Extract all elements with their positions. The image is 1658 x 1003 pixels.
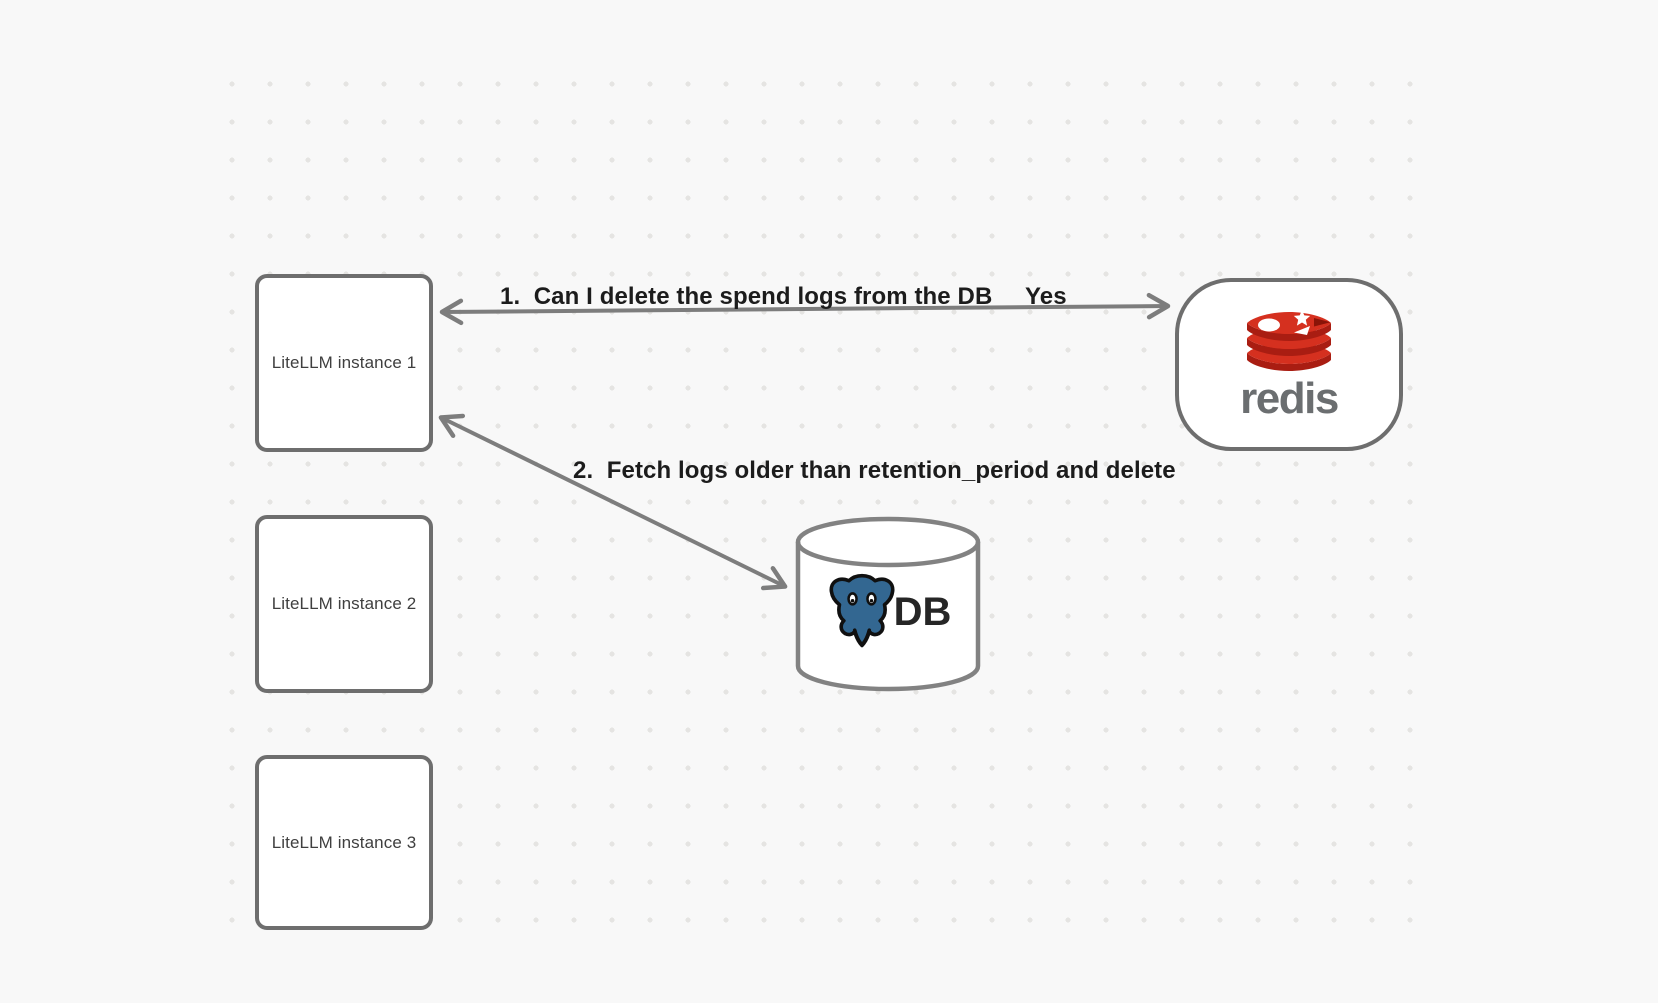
edge2-action-label: 2. Fetch logs older than retention_perio… <box>573 457 1176 484</box>
edge-litellm-db-arrow <box>438 413 788 591</box>
node-label: LiteLLM instance 2 <box>271 594 417 613</box>
edge1-response-label: Yes <box>1025 283 1067 310</box>
edge1-question-label: 1. Can I delete the spend logs from the … <box>500 283 993 310</box>
database-cylinder-shape <box>795 516 981 692</box>
node-redis: redis <box>1175 278 1403 451</box>
node-litellm-instance-3: LiteLLM instance 3 <box>255 755 433 930</box>
redis-wordmark: redis <box>1240 374 1339 423</box>
node-label: LiteLLM instance 1 <box>271 353 417 372</box>
edge-litellm-redis-arrow <box>439 292 1171 326</box>
database-label: DB <box>893 590 952 634</box>
node-litellm-instance-2: LiteLLM instance 2 <box>255 515 433 693</box>
node-litellm-instance-1: LiteLLM instance 1 <box>255 274 433 452</box>
postgresql-logo-icon <box>829 573 895 648</box>
redis-logo-icon <box>1247 310 1331 371</box>
node-database: DB <box>794 514 982 694</box>
node-label: LiteLLM instance 3 <box>271 832 417 852</box>
database-content: DB <box>794 572 982 652</box>
